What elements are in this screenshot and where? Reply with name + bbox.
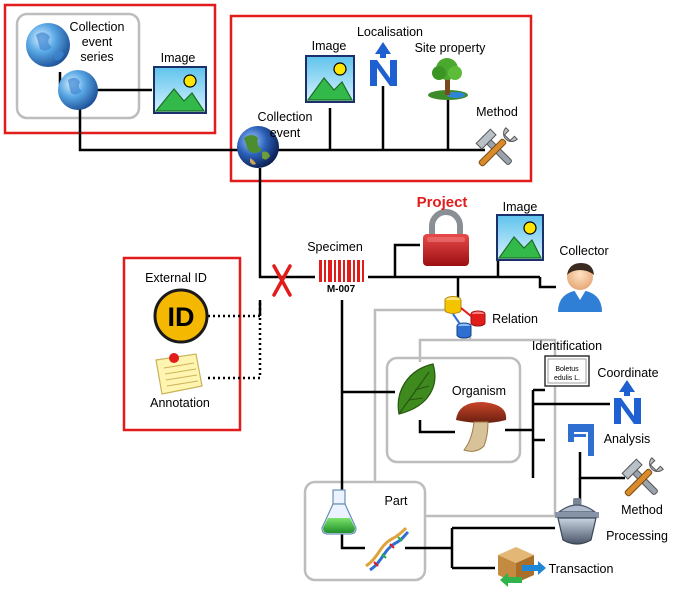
label-collection-event: Collection	[258, 110, 313, 124]
specimen-code: M-007	[327, 284, 356, 295]
caliper-icon	[568, 424, 594, 456]
mushroom-icon	[456, 402, 507, 452]
label-collection-event: event	[270, 126, 301, 140]
label-collection-event-series: event	[82, 35, 113, 49]
label-organism: Organism	[452, 384, 506, 398]
tools-icon	[621, 457, 664, 497]
label-annotation: Annotation	[150, 396, 210, 410]
labels: Collection event series Image Image Loca…	[70, 20, 668, 576]
label-transaction: Transaction	[549, 562, 614, 576]
label-site-property: Site property	[415, 41, 487, 55]
label-relation: Relation	[492, 312, 538, 326]
label-image-specimen: Image	[503, 200, 538, 214]
label-collector: Collector	[559, 244, 608, 258]
globe-icon	[58, 70, 98, 110]
desiccator-icon	[555, 498, 599, 545]
earth-globe-icon	[237, 126, 279, 168]
specimen-barcode-icon: M-007	[317, 258, 365, 295]
padlock-icon	[423, 209, 469, 266]
label-part: Part	[385, 494, 408, 508]
label-collection-event-series: series	[80, 50, 113, 64]
label-image-series: Image	[161, 51, 196, 65]
label-identification: Identification	[532, 339, 602, 353]
dna-strand-icon	[365, 526, 410, 572]
external-group-frame	[122, 256, 242, 432]
flask-icon	[321, 489, 357, 535]
north-arrow-icon	[370, 42, 397, 86]
collector-avatar-icon	[558, 263, 602, 312]
image-icon	[305, 55, 355, 103]
annotation-note-icon	[155, 353, 203, 395]
label-specimen: Specimen	[307, 240, 363, 254]
series-inner-frame	[15, 12, 141, 120]
image-icon	[153, 66, 207, 114]
identification-card-line: edulis L.	[554, 375, 580, 382]
leaf-icon	[397, 363, 436, 415]
id-badge-text: ID	[168, 302, 195, 332]
external-id-badge: ID	[153, 288, 209, 344]
relation-database-icon	[444, 296, 486, 339]
part-frame	[303, 480, 427, 582]
label-image-event: Image	[312, 39, 347, 53]
label-external-id: External ID	[145, 271, 207, 285]
north-arrow-icon	[614, 380, 641, 424]
label-coordinate: Coordinate	[597, 366, 658, 380]
label-method-analysis: Method	[621, 503, 663, 517]
link-cut-mark	[272, 264, 292, 297]
black-connectors	[58, 72, 625, 570]
series-group-frame	[3, 3, 217, 135]
organism-frame	[385, 356, 522, 464]
globe-icon	[26, 23, 70, 67]
image-icon	[496, 214, 544, 261]
label-analysis: Analysis	[604, 432, 651, 446]
transaction-box-icon	[498, 547, 546, 587]
label-localisation: Localisation	[357, 25, 423, 39]
label-processing: Processing	[606, 529, 668, 543]
label-collection-event-series: Collection	[70, 20, 125, 34]
label-method-event: Method	[476, 105, 518, 119]
identification-card-icon: Boletus edulis L.	[544, 355, 590, 387]
tree-icon	[428, 58, 468, 100]
dotted-connectors	[208, 300, 262, 380]
event-group-frame	[229, 14, 533, 183]
identification-card-line: Boletus	[555, 366, 579, 373]
tools-icon	[475, 127, 518, 167]
label-project: Project	[417, 194, 468, 211]
